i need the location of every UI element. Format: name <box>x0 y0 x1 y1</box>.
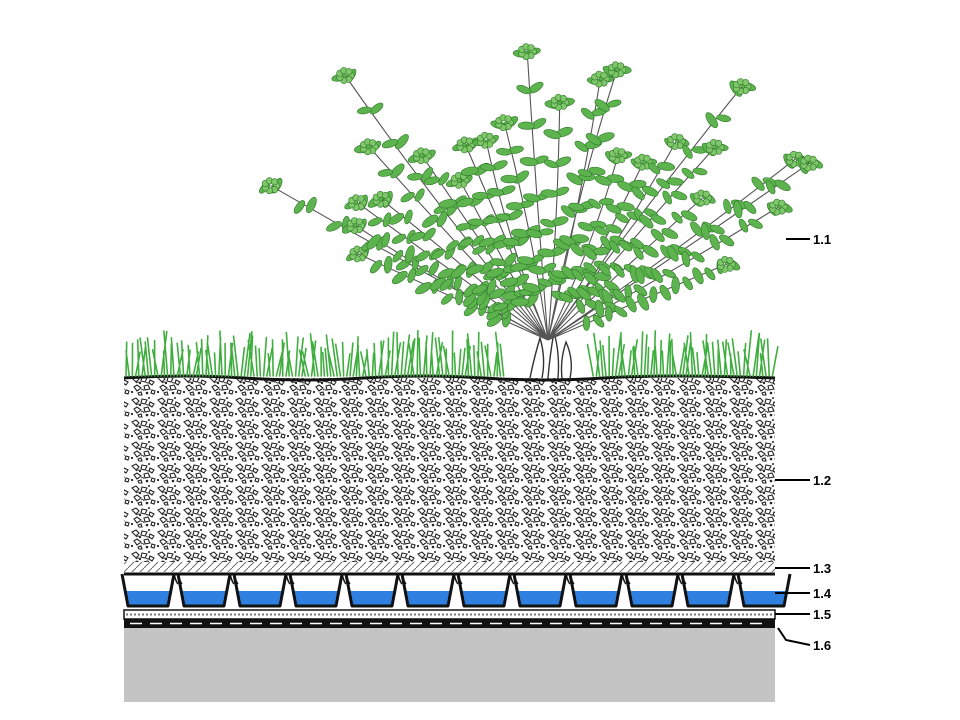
callout-1-4: 1.4 <box>775 586 832 601</box>
drainage-cup <box>400 573 463 608</box>
flower-cluster <box>346 217 366 235</box>
drainage-cup <box>288 573 351 608</box>
root-barrier-layer <box>124 619 775 628</box>
drainage-cup <box>176 573 239 608</box>
flower-cluster <box>732 78 752 95</box>
label-1-1: 1.1 <box>813 232 831 247</box>
callout-1-1: 1.1 <box>786 232 831 247</box>
substrate-layer <box>123 374 776 562</box>
flower-cluster <box>477 131 496 149</box>
flower-cluster <box>261 177 281 195</box>
flower-cluster <box>591 70 610 88</box>
callout-1-3: 1.3 <box>775 561 831 576</box>
callout-1-2: 1.2 <box>775 473 831 488</box>
protection-mat-layer <box>123 609 776 620</box>
flower-cluster <box>495 114 514 132</box>
flower-cluster <box>705 139 725 156</box>
drainage-cup <box>344 573 407 608</box>
flower-cluster <box>550 94 570 111</box>
label-1-4: 1.4 <box>813 586 832 601</box>
flower-cluster <box>607 61 627 79</box>
flower-cluster <box>800 154 819 172</box>
grass-vegetation <box>125 329 779 377</box>
drainage-cup <box>624 573 687 608</box>
callout-1-5: 1.5 <box>775 607 831 622</box>
flower-cluster <box>336 67 355 84</box>
drainage-cup <box>120 573 183 608</box>
flower-cluster <box>413 147 432 165</box>
drainage-cup <box>512 573 575 608</box>
label-1-2: 1.2 <box>813 473 831 488</box>
flower-cluster <box>717 255 736 273</box>
concrete-slab <box>124 628 775 702</box>
flower-cluster <box>693 189 712 207</box>
drainage-element-layer <box>120 572 792 608</box>
flower-cluster <box>667 133 686 150</box>
callout-1-6: 1.6 <box>777 627 831 653</box>
drainage-cup <box>568 573 631 608</box>
flower-cluster <box>609 147 628 165</box>
label-1-6: 1.6 <box>813 638 831 653</box>
label-1-5: 1.5 <box>813 607 831 622</box>
flower-cluster <box>518 43 537 60</box>
drainage-cup <box>456 573 519 608</box>
drainage-cup <box>232 573 295 608</box>
filter-fleece-layer <box>124 562 775 572</box>
flower-cluster <box>456 136 476 154</box>
flower-cluster <box>769 198 788 216</box>
flower-cluster <box>634 153 653 171</box>
drainage-cup <box>736 573 792 608</box>
flower-cluster <box>349 245 368 263</box>
flower-cluster <box>348 194 367 212</box>
drainage-cup <box>680 573 743 608</box>
flower-cluster <box>372 191 392 208</box>
flower-cluster <box>360 138 379 156</box>
label-1-3: 1.3 <box>813 561 831 576</box>
shrub-plant <box>259 43 824 379</box>
